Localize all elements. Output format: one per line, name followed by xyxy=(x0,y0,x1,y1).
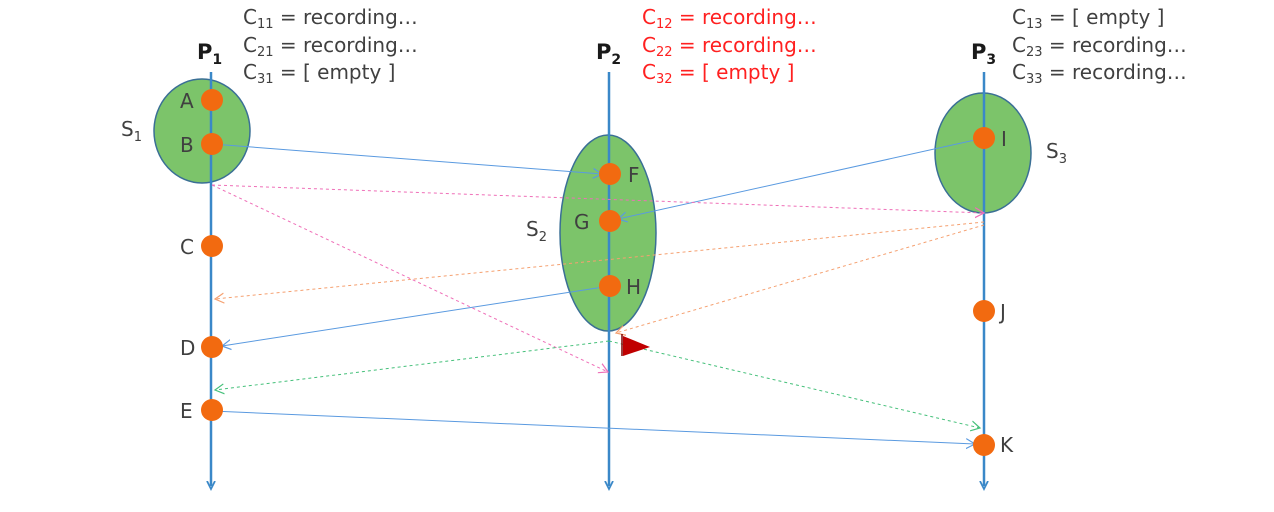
channel-state-c11: C11 = recording… xyxy=(243,5,418,32)
event-label-i: I xyxy=(1001,127,1007,151)
snapshot-label-s1: S1 xyxy=(121,117,142,145)
event-d xyxy=(201,336,223,358)
channel-states-p2: C12 = recording… C22 = recording… C32 = … xyxy=(642,4,817,87)
channel-state-c13: C13 = [ empty ] xyxy=(1012,5,1165,32)
channel-state-c22: C22 = recording… xyxy=(642,32,817,60)
process-label-p1: P1 xyxy=(197,40,222,68)
marker-p3-to-p2 xyxy=(616,224,985,333)
process-label-p3: P3 xyxy=(971,40,996,68)
channel-state-c33: C33 = recording… xyxy=(1012,60,1187,87)
event-c xyxy=(201,235,223,257)
marker-p2-to-p1 xyxy=(215,340,610,390)
marker-p1-to-p3 xyxy=(211,184,984,213)
event-label-c: C xyxy=(180,235,194,259)
message-e-to-k xyxy=(211,410,975,444)
event-label-g: G xyxy=(574,210,590,234)
process-label-p2: P2 xyxy=(596,40,621,68)
snapshot-label-s2: S2 xyxy=(526,217,547,245)
event-b xyxy=(201,133,223,155)
event-g xyxy=(599,210,621,232)
event-f xyxy=(599,163,621,185)
event-label-h: H xyxy=(626,275,641,299)
event-label-a: A xyxy=(180,89,194,113)
channel-state-c32: C32 = [ empty ] xyxy=(642,60,795,87)
event-e xyxy=(201,399,223,421)
event-label-k: K xyxy=(1000,433,1014,457)
message-h-to-d xyxy=(222,285,611,346)
marker-flag-icon xyxy=(621,334,650,356)
event-label-f: F xyxy=(628,163,640,187)
message-i-to-g xyxy=(618,137,985,219)
event-label-b: B xyxy=(180,133,194,157)
channel-states-p3: C13 = [ empty ] C23 = recording… C33 = r… xyxy=(1012,4,1187,87)
message-b-to-f xyxy=(211,143,602,174)
event-label-e: E xyxy=(180,399,193,423)
channel-state-c31: C31 = [ empty ] xyxy=(243,60,396,87)
event-j xyxy=(973,300,995,322)
event-i xyxy=(973,127,995,149)
event-label-j: J xyxy=(998,300,1006,324)
event-a xyxy=(201,89,223,111)
marker-p2-to-p3 xyxy=(608,340,980,428)
marker-p1-to-p2 xyxy=(211,184,608,372)
event-k xyxy=(973,434,995,456)
channel-state-c21: C21 = recording… xyxy=(243,32,418,60)
event-h xyxy=(599,275,621,297)
channel-state-c23: C23 = recording… xyxy=(1012,32,1187,60)
marker-p3-to-p1 xyxy=(215,221,985,299)
snapshot-label-s3: S3 xyxy=(1046,139,1067,167)
channel-state-c12: C12 = recording… xyxy=(642,5,817,32)
channel-states-p1: C11 = recording… C21 = recording… C31 = … xyxy=(243,4,418,87)
event-label-d: D xyxy=(180,336,195,360)
snapshot-s1 xyxy=(153,78,251,184)
